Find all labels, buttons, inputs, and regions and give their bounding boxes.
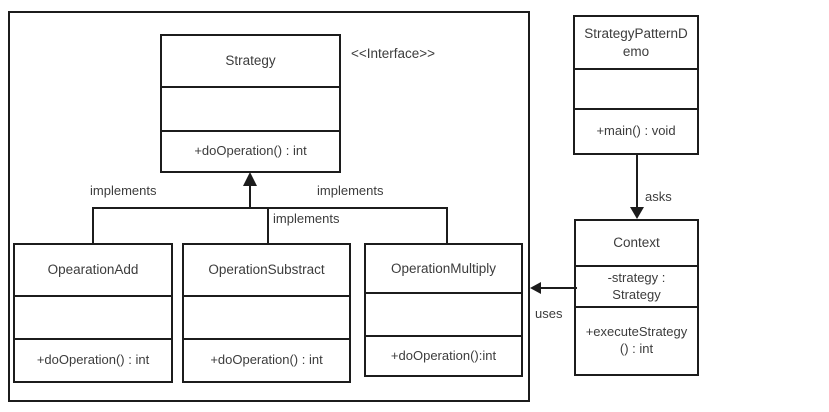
implements-arrowhead-icon	[243, 172, 257, 186]
class-operation-substract-methods: +doOperation() : int	[184, 338, 349, 381]
class-strategy-methods: +doOperation() : int	[162, 130, 339, 171]
class-strategy-pattern-demo: StrategyPatternDemo +main() : void	[573, 15, 699, 155]
implements-drop-right-line	[446, 209, 448, 243]
class-strategy: Strategy +doOperation() : int	[160, 34, 341, 173]
class-operation-substract-attributes	[184, 295, 349, 338]
implements-label-left: implements	[90, 183, 157, 198]
class-context-methods: +executeStrategy() : int	[576, 306, 697, 374]
class-context-name: Context	[613, 235, 660, 251]
uses-label: uses	[535, 306, 563, 321]
uses-arrowhead-icon	[530, 282, 541, 294]
implements-label-middle: implements	[273, 211, 340, 226]
class-operation-multiply-methods: +doOperation():int	[366, 335, 521, 375]
implements-label-right: implements	[317, 183, 384, 198]
class-operation-substract: OperationSubstract +doOperation() : int	[182, 243, 351, 383]
asks-arrowhead-icon	[630, 207, 644, 219]
implements-branch-bar	[92, 207, 448, 209]
class-context-attributes: -strategy : Strategy	[576, 265, 697, 306]
class-strategy-attributes	[162, 86, 339, 130]
class-context: Context -strategy : Strategy +executeStr…	[574, 219, 699, 376]
class-strategy-pattern-demo-methods: +main() : void	[575, 108, 697, 153]
class-operation-multiply-attributes	[366, 292, 521, 335]
class-operation-add-attributes	[15, 295, 171, 338]
implements-trunk-line	[249, 185, 251, 208]
interface-stereotype-label: <<Interface>>	[351, 46, 436, 61]
asks-label: asks	[645, 189, 672, 204]
class-operation-multiply: OperationMultiply +doOperation():int	[364, 243, 523, 377]
implements-drop-left-line	[92, 209, 94, 243]
uses-arrow-line	[540, 287, 577, 289]
class-operation-add: OpearationAdd +doOperation() : int	[13, 243, 173, 383]
class-operation-multiply-name: OperationMultiply	[390, 260, 497, 276]
package-boundary	[8, 11, 530, 402]
class-strategy-pattern-demo-attributes	[575, 68, 697, 108]
class-operation-substract-name: OperationSubstract	[208, 262, 325, 278]
implements-drop-middle-line	[267, 209, 269, 243]
class-operation-add-name: OpearationAdd	[47, 262, 139, 278]
class-operation-add-methods: +doOperation() : int	[15, 338, 171, 381]
class-strategy-pattern-demo-name: StrategyPatternDemo	[584, 25, 688, 59]
class-strategy-name: Strategy	[225, 53, 276, 69]
asks-arrow-line	[636, 155, 638, 208]
